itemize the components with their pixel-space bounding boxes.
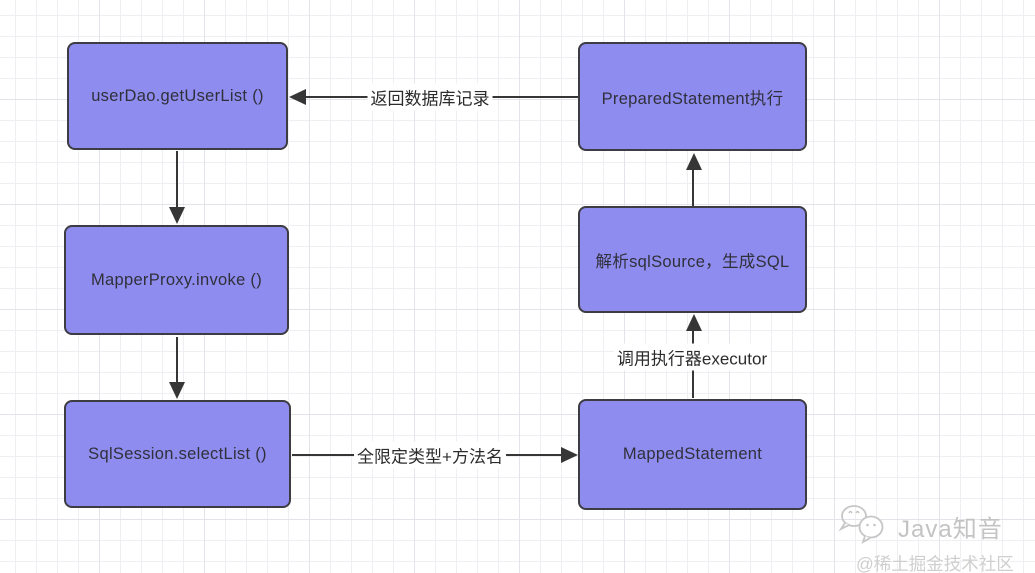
edge-label-call-executor: 调用执行器executor [613,343,771,371]
arrowhead-up-icon [686,153,702,170]
edge-line-mapperproxy-to-sqlsession [176,337,179,385]
node-mappedstatement: MappedStatement [578,399,807,510]
edge-label-return-records: 返回数据库记录 [367,83,493,111]
arrowhead-right-icon [561,447,578,463]
watermark: Java知音 @稀土掘金技术社区 [838,503,1035,573]
node-preparedstatement: PreparedStatement执行 [578,42,807,151]
arrowhead-up-icon [686,314,702,331]
node-label: SqlSession.selectList () [88,444,267,463]
node-label: PreparedStatement执行 [601,89,784,108]
watermark-brand-row: Java知音 [838,503,1035,550]
chat-bubbles-icon [838,503,892,550]
watermark-brand-text: Java知音 [898,516,1003,543]
edge-line-userdao-to-mapperproxy [176,151,179,210]
node-label: MappedStatement [622,445,763,463]
edge-line-sqlsource-to-preparedstatement [692,167,695,206]
node-label: 解析sqlSource，生成SQL [595,252,790,271]
node-userdao-getuserlist: userDao.getUserList () [67,42,288,150]
node-label: MapperProxy.invoke () [90,270,263,289]
edge-label-qualified-type: 全限定类型+方法名 [354,441,506,469]
watermark-community-text: @稀土掘金技术社区 [856,554,1014,573]
node-sqlsource: 解析sqlSource，生成SQL [578,206,807,313]
node-sqlsession-selectlist: SqlSession.selectList () [64,400,291,508]
arrowhead-left-icon [289,89,306,105]
arrowhead-down-icon [169,207,185,224]
arrowhead-down-icon [169,382,185,399]
node-label: userDao.getUserList () [91,86,264,105]
node-mapperproxy-invoke: MapperProxy.invoke () [64,225,289,335]
